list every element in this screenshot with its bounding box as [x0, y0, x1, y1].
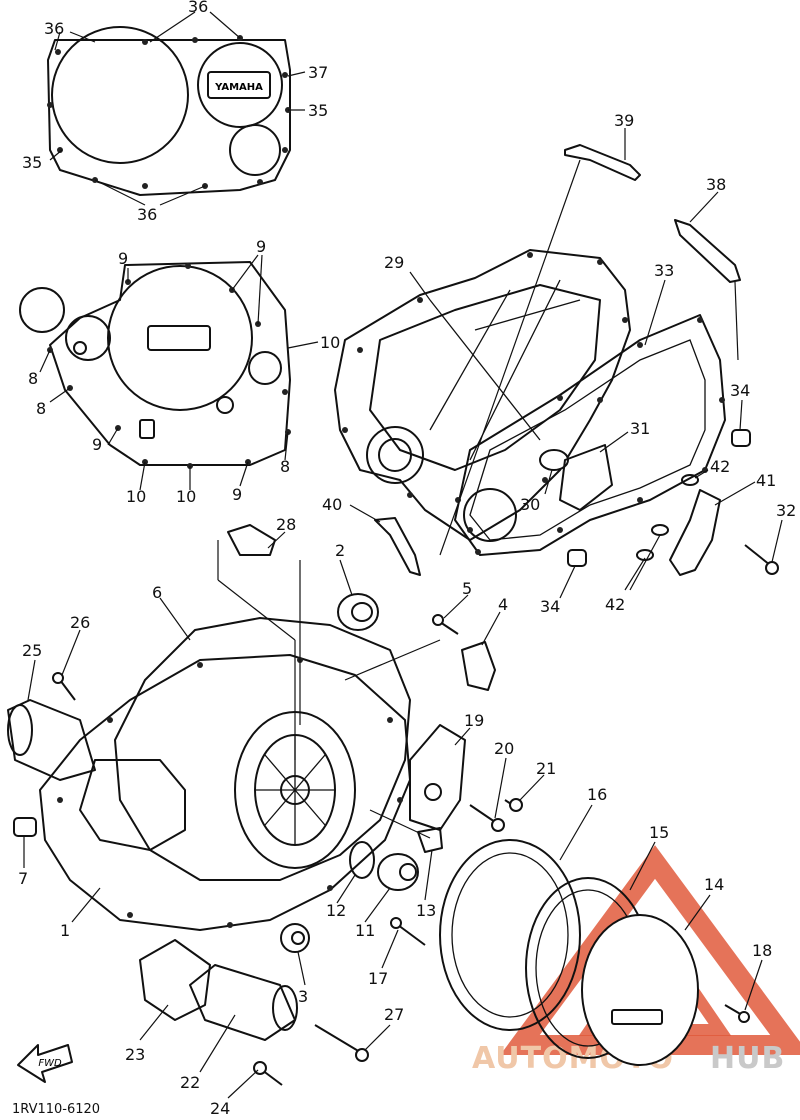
callout-16: 16	[587, 785, 607, 804]
callout-19: 19	[464, 711, 484, 730]
drawing-code: 1RV110-6120	[12, 1102, 101, 1117]
part-cover-19	[409, 724, 466, 831]
part-starter-motor-25	[7, 699, 96, 781]
part-sleeve-22	[189, 964, 298, 1041]
part-bearing-2	[337, 593, 379, 631]
part-gasket-top: YAMAHA	[47, 26, 291, 196]
callout-41: 41	[756, 471, 776, 490]
callout-32: 32	[776, 501, 796, 520]
callout-9: 9	[256, 237, 266, 256]
callout-9: 9	[118, 249, 128, 268]
callout-28: 28	[276, 515, 296, 534]
callout-14: 14	[704, 875, 724, 894]
callout-20: 20	[494, 739, 514, 758]
callout-33: 33	[654, 261, 674, 280]
callout-42: 42	[605, 595, 625, 614]
callout-40: 40	[322, 495, 342, 514]
callout-39: 39	[614, 111, 634, 130]
callout-11: 11	[355, 921, 375, 940]
part-collar-11	[377, 853, 419, 891]
callout-2: 2	[335, 541, 345, 560]
callout-8: 8	[28, 369, 38, 388]
callout-3: 3	[298, 987, 308, 1006]
callout-8: 8	[36, 399, 46, 418]
part-bracket-39	[564, 144, 641, 181]
callout-37: 37	[308, 63, 328, 82]
part-cover-14	[581, 914, 699, 1066]
part-screw-18	[724, 1004, 750, 1023]
callout-36: 36	[44, 19, 64, 38]
part-crankcase-cover	[334, 249, 631, 542]
part-screw-5	[432, 614, 459, 635]
callout-36: 36	[137, 205, 157, 224]
callout-34: 34	[730, 381, 750, 400]
callout-25: 25	[22, 641, 42, 660]
part-gasket-left	[19, 261, 291, 469]
part-bracket-41	[669, 489, 721, 576]
part-bolt-17	[390, 917, 426, 946]
callout-22: 22	[180, 1073, 200, 1092]
part-bracket-38	[674, 219, 741, 283]
fwd-direction-arrow: FWD	[17, 1044, 73, 1083]
callout-labels: 36 36 36 37 35 35 9 9 9 9 10 10 10 8 8 8…	[18, 0, 796, 1118]
callout-7: 7	[18, 869, 28, 888]
watermark-text-right: HUB	[710, 1041, 785, 1076]
callout-42: 42	[710, 457, 730, 476]
callout-4: 4	[498, 595, 508, 614]
part-gasket-6	[114, 617, 411, 881]
part-bracket-28	[227, 524, 276, 556]
callout-18: 18	[752, 941, 772, 960]
part-bolt-27	[314, 1024, 369, 1062]
callout-6: 6	[152, 583, 162, 602]
callout-34: 34	[540, 597, 560, 616]
part-oring-12	[349, 841, 375, 879]
part-gasket-right	[454, 314, 726, 556]
callout-23: 23	[125, 1045, 145, 1064]
part-bracket-40	[374, 517, 421, 576]
part-clip-13	[417, 827, 443, 853]
fwd-label: FWD	[38, 1058, 62, 1069]
part-plate-31	[559, 444, 613, 511]
callout-36: 36	[188, 0, 208, 16]
callout-8: 8	[280, 457, 290, 476]
callout-35: 35	[22, 153, 42, 172]
part-dowel-7	[13, 817, 37, 837]
part-bearing-3	[280, 923, 310, 953]
callout-9: 9	[92, 435, 102, 454]
callout-27: 27	[384, 1005, 404, 1024]
callout-13: 13	[416, 901, 436, 920]
part-bolt-20	[469, 804, 505, 832]
callout-24: 24	[210, 1099, 230, 1118]
callout-12: 12	[326, 901, 346, 920]
brand-plate-text: YAMAHA	[214, 82, 263, 93]
callout-5: 5	[462, 579, 472, 598]
callout-21: 21	[536, 759, 556, 778]
callout-9: 9	[232, 485, 242, 504]
callout-10: 10	[126, 487, 146, 506]
callout-17: 17	[368, 969, 388, 988]
callout-26: 26	[70, 613, 90, 632]
part-crankcase-cover-1	[39, 654, 411, 931]
callout-1: 1	[60, 921, 70, 940]
callout-35: 35	[308, 101, 328, 120]
callout-38: 38	[706, 175, 726, 194]
callout-10: 10	[176, 487, 196, 506]
part-bolt-21	[504, 798, 523, 812]
part-bolt-24	[253, 1061, 283, 1086]
callout-29: 29	[384, 253, 404, 272]
callout-10: 10	[320, 333, 340, 352]
callout-31: 31	[630, 419, 650, 438]
callout-30: 30	[520, 495, 540, 514]
callout-15: 15	[649, 823, 669, 842]
part-bolt-26	[52, 672, 76, 701]
part-gasket-16	[439, 839, 581, 1031]
part-dowel-34	[567, 429, 751, 567]
part-oring-42	[636, 474, 699, 561]
part-oil-seal-30	[539, 449, 569, 471]
part-plate-4	[461, 641, 496, 691]
part-housing-23	[139, 939, 211, 1021]
leader-lines	[23, 11, 783, 1099]
